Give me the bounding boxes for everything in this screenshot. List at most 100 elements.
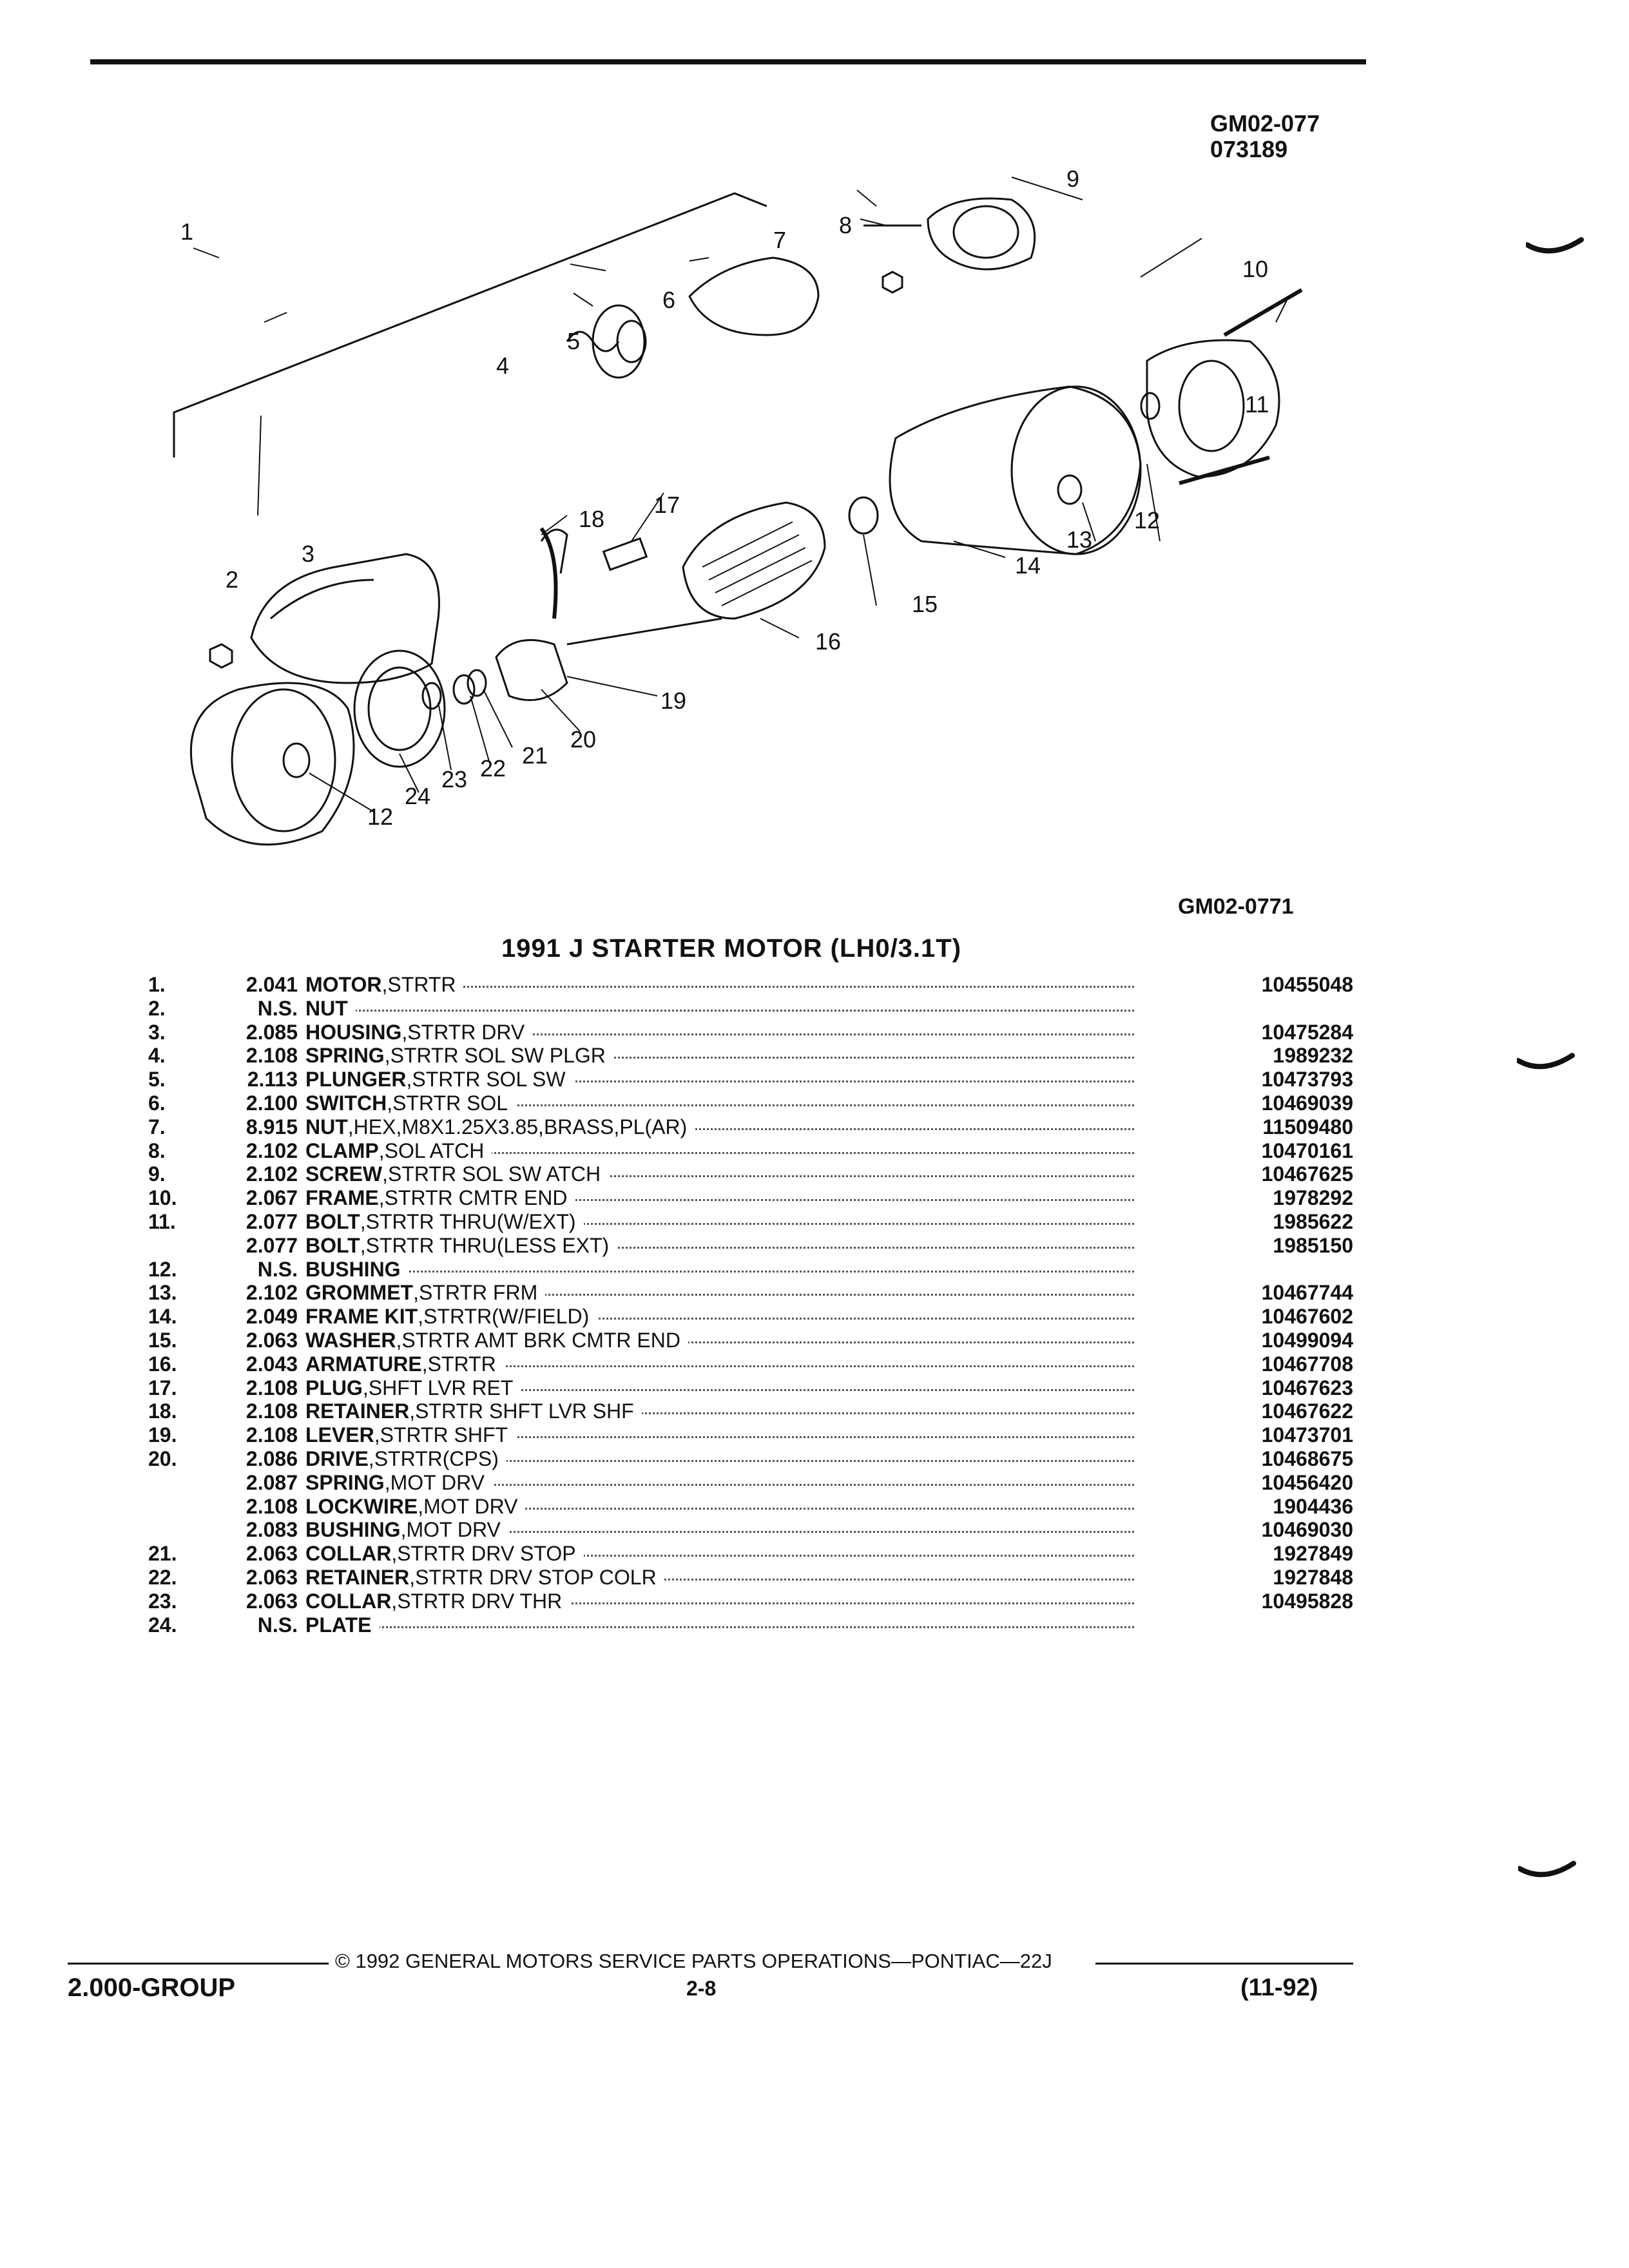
part-description: COLLAR,STRTR DRV STOP (305, 1542, 1134, 1566)
leader-dots (305, 1412, 1134, 1415)
bolt-11b-shape (1179, 456, 1270, 485)
part-description: FRAME,STRTR CMTR END (305, 1186, 1134, 1210)
leader-dots (305, 1222, 1134, 1225)
part-name: NUT (305, 996, 348, 1020)
part-description: ARMATURE,STRTR (305, 1352, 1134, 1376)
group-number: 2.077 (246, 1209, 298, 1233)
plate-ring-shape (353, 649, 446, 768)
part-name: PLUG (305, 1376, 363, 1399)
leader-dots (305, 1507, 1134, 1510)
item-number: 14. (148, 1305, 177, 1329)
part-description: DRIVE,STRTR(CPS) (305, 1446, 1134, 1471)
group-number: 2.041 (246, 973, 298, 996)
callout-8: 8 (839, 212, 852, 238)
part-name: PLUNGER (305, 1068, 407, 1091)
part-name: BOLT (305, 1233, 360, 1257)
motor-assembly-bracket (173, 192, 767, 457)
group-number: 2.085 (246, 1020, 298, 1044)
item-number: 17. (148, 1376, 177, 1399)
parts-list-row: 2.N.S.NUT (129, 996, 1353, 1021)
part-number: 1927848 (1273, 1565, 1353, 1589)
parts-list-row: 24.N.S.PLATE (129, 1613, 1353, 1637)
part-name: BOLT (305, 1209, 360, 1233)
callout-22: 22 (480, 755, 506, 782)
starter-motor-exploded-diagram: 1 2 3 4 5 6 7 8 9 10 11 12 13 14 15 16 1… (173, 166, 1303, 846)
footer-rule-left (68, 1963, 329, 1965)
leader-dots (305, 1175, 1134, 1178)
drive-shape (495, 639, 568, 702)
callout-18: 18 (579, 506, 604, 532)
leader-dots (305, 1151, 1134, 1154)
part-name: SWITCH (305, 1091, 387, 1115)
part-number: 10470161 (1261, 1139, 1353, 1162)
part-name: LEVER (305, 1423, 374, 1447)
callout-12b: 12 (367, 803, 393, 830)
part-spec: ,HEX,M8X1.25X3.85,BRASS,PL(AR) (347, 1115, 688, 1139)
leader-dots (305, 1009, 1134, 1012)
callout-17: 17 (654, 492, 680, 518)
part-description: PLATE (305, 1613, 1134, 1637)
group-number: 2.067 (246, 1186, 298, 1210)
callout-15: 15 (912, 591, 938, 617)
footer-copyright: © 1992 GENERAL MOTORS SERVICE PARTS OPER… (335, 1950, 1052, 1972)
bolt-11a-shape (1223, 288, 1303, 337)
part-spec: ,STRTR DRV STOP (391, 1542, 576, 1566)
part-name: CLAMP (305, 1139, 379, 1162)
group-number: 2.077 (246, 1233, 298, 1257)
group-number: 2.108 (246, 1399, 298, 1423)
item-number: 20. (148, 1446, 177, 1470)
reference-codes: GM02-077 073189 (1210, 111, 1320, 162)
item-number: 5. (148, 1068, 166, 1091)
part-number: 1989232 (1273, 1044, 1353, 1068)
item-number: 12. (148, 1257, 177, 1281)
callout-7: 7 (773, 227, 786, 253)
leader-dots (305, 1459, 1134, 1462)
group-number: 2.108 (246, 1423, 298, 1447)
part-number: 10469030 (1261, 1518, 1353, 1542)
part-number: 1985622 (1273, 1209, 1353, 1233)
callout-2: 2 (226, 566, 238, 593)
callout-14: 14 (1015, 552, 1041, 579)
item-number: 13. (148, 1281, 177, 1305)
part-spec: ,STRTR DRV THR (391, 1589, 563, 1613)
retainer-shape (540, 528, 568, 574)
reference-code-2: 073189 (1210, 136, 1288, 162)
part-description: MOTOR,STRTR (305, 973, 1134, 997)
group-number: 2.113 (247, 1068, 298, 1091)
part-number: 10473793 (1261, 1068, 1353, 1091)
callout-5: 5 (567, 328, 580, 354)
callout-9: 9 (1066, 166, 1079, 192)
nut-7-shape (882, 271, 903, 294)
leader-dots (305, 1270, 1134, 1273)
part-number: 10495828 (1261, 1589, 1353, 1613)
group-number: 2.102 (246, 1281, 298, 1305)
parts-list-title: 1991 J STARTER MOTOR (LH0/3.1T) (501, 934, 962, 963)
armature-shaft-shape (566, 617, 722, 646)
armature-core-shape (682, 501, 826, 620)
part-description: SPRING,STRTR SOL SW PLGR (305, 1044, 1134, 1068)
leader-dots (305, 1389, 1134, 1391)
part-description: CLAMP,SOL ATCH (305, 1139, 1134, 1163)
part-number: 10467602 (1261, 1305, 1353, 1329)
part-spec: ,STRTR (421, 1352, 496, 1376)
callout-16: 16 (815, 628, 841, 655)
part-description: BOLT,STRTR THRU(LESS EXT) (305, 1233, 1134, 1258)
part-spec: ,STRTR CMTR END (378, 1186, 568, 1210)
part-name: RETAINER (305, 1565, 410, 1589)
part-name: PLATE (305, 1613, 372, 1637)
part-spec: ,STRTR FRM (413, 1281, 538, 1305)
leader-dots (305, 1341, 1134, 1343)
part-spec: ,STRTR SOL SW PLGR (384, 1044, 606, 1068)
part-number: 10469039 (1261, 1091, 1353, 1115)
